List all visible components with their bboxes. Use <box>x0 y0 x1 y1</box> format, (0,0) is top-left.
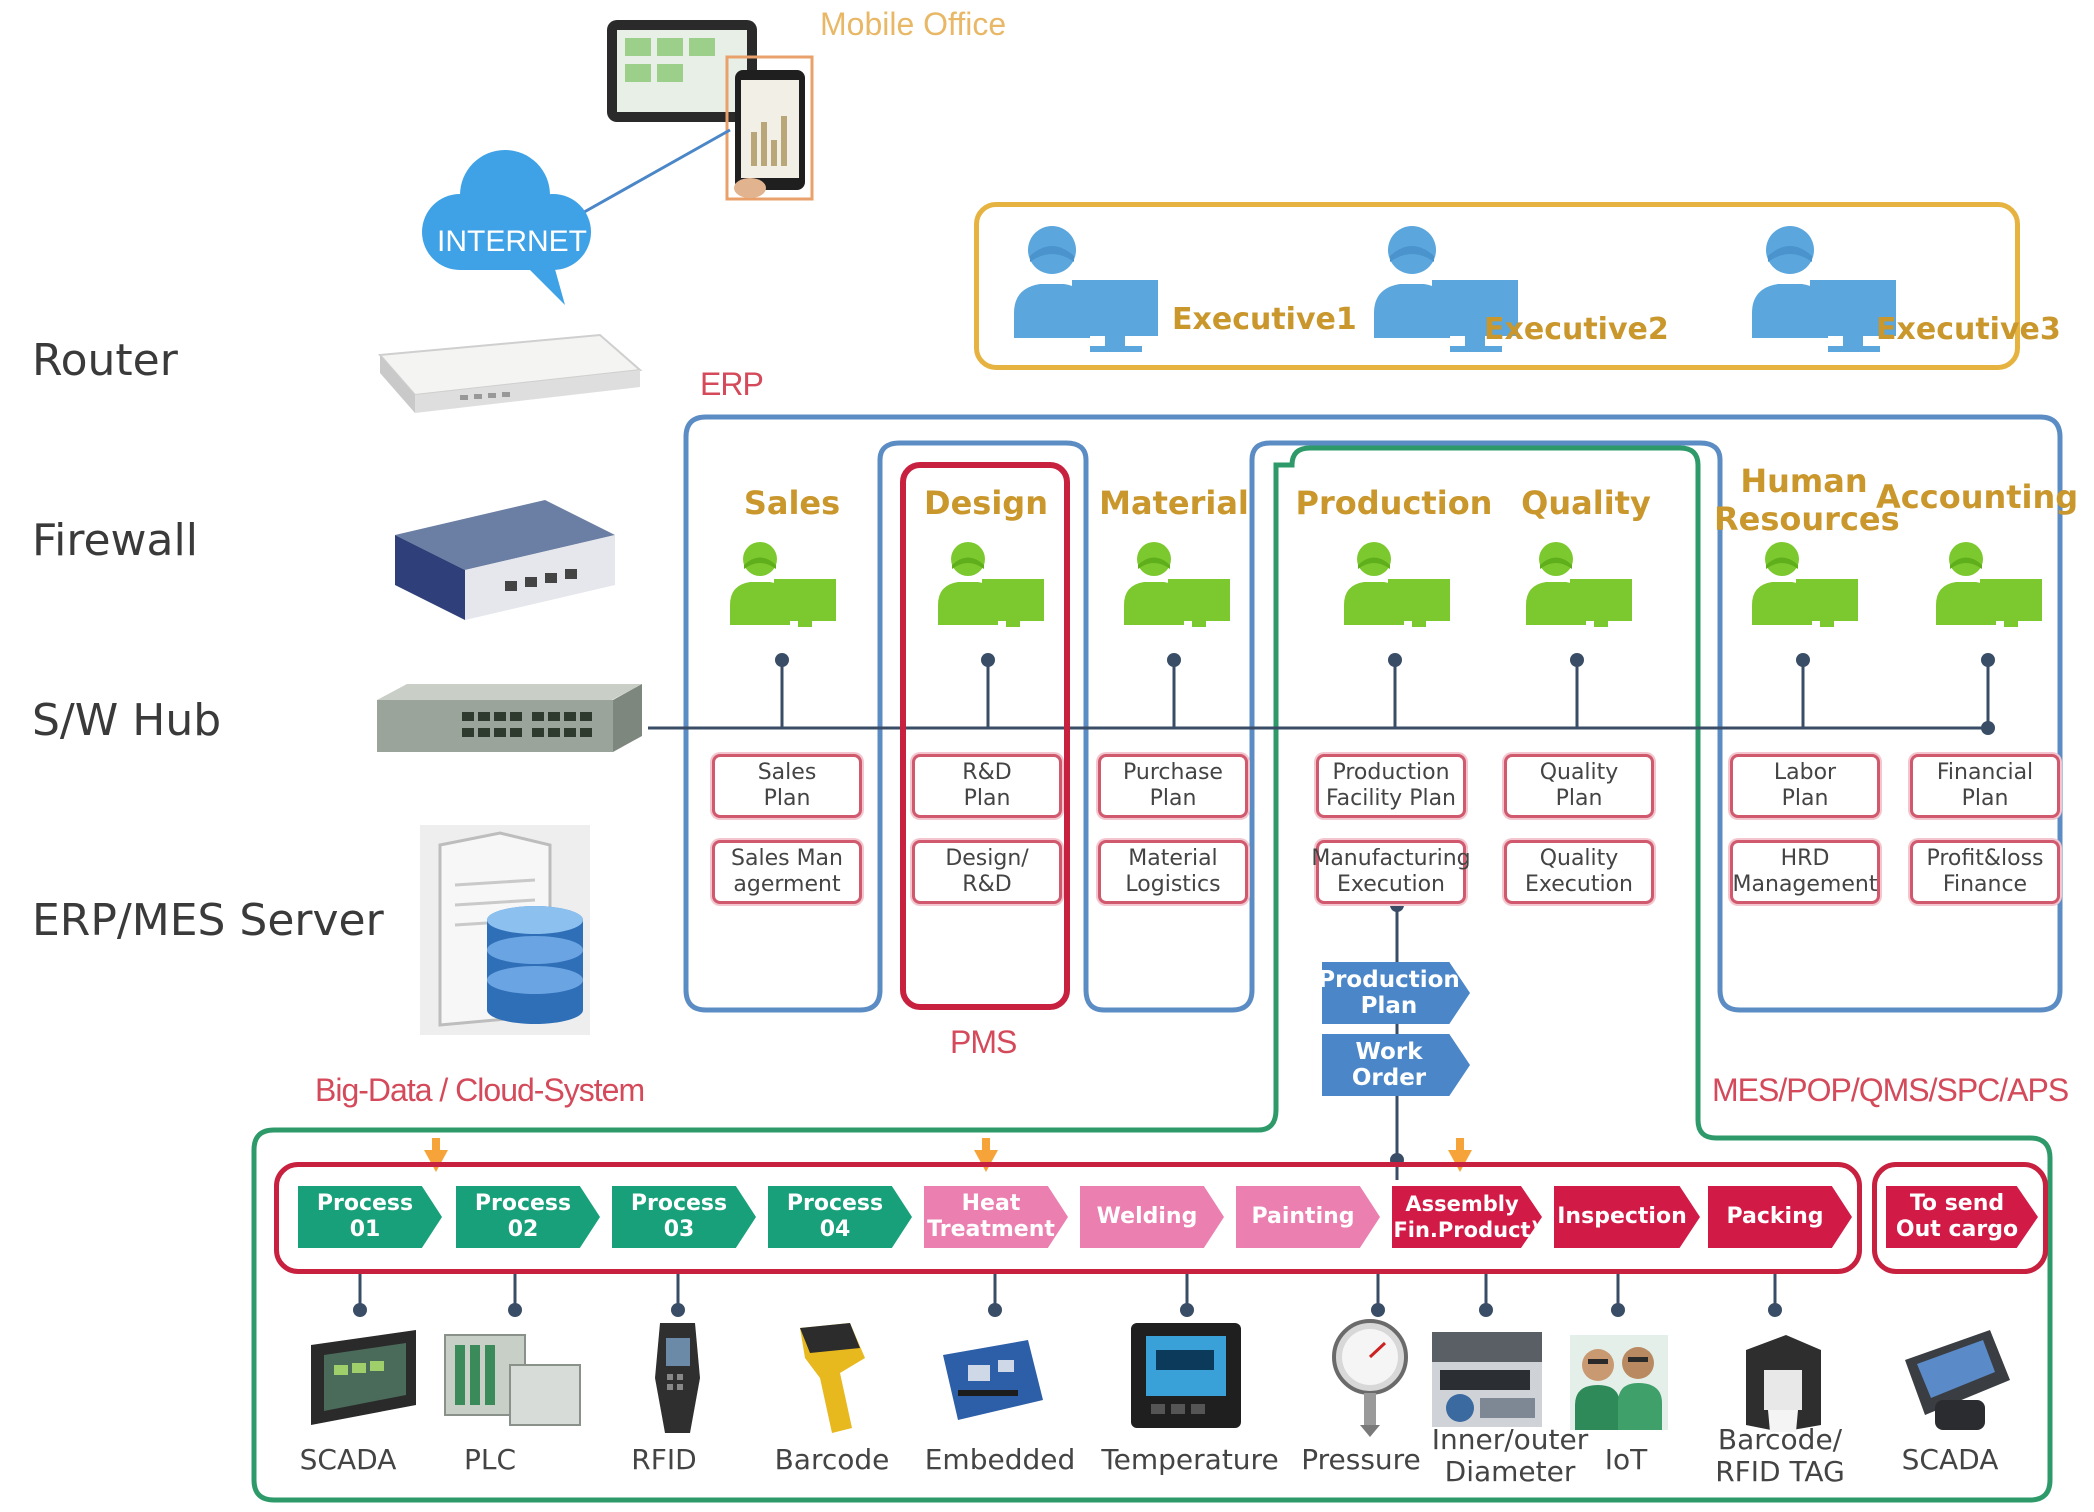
scada-device-icon <box>296 1325 426 1435</box>
welding-step: Welding <box>1080 1186 1224 1248</box>
heat-treatment-step: Heat Treatment <box>924 1186 1068 1248</box>
pressure-label: Pressure <box>1301 1443 1421 1476</box>
sales-user-icon <box>728 535 838 630</box>
barcode-scanner-icon <box>790 1318 880 1438</box>
switch-hub-icon <box>372 680 647 760</box>
firewall-label: Firewall <box>32 515 198 566</box>
diameter-sensor-icon <box>1430 1330 1545 1430</box>
inner-outer-diameter-label: Inner/outer Diameter <box>1431 1423 1589 1488</box>
plc-device-icon <box>440 1325 585 1435</box>
server-database-icon <box>420 825 590 1035</box>
rd-plan-box: R&D Plan <box>912 754 1062 818</box>
material-logistics-box: Material Logistics <box>1098 840 1248 904</box>
executive-2-label: Executive2 <box>1484 312 1669 347</box>
dept-hr-label: Human Resources <box>1714 462 1900 538</box>
quality-user-icon <box>1524 535 1634 630</box>
accounting-user-icon <box>1934 535 2044 630</box>
manufacturing-execution-box: Manufacturing Execution <box>1311 840 1471 904</box>
hrd-management-box: HRD Management <box>1730 840 1880 904</box>
rfid-device-icon <box>640 1318 715 1438</box>
internet-cloud-icon: INTERNET <box>415 140 600 310</box>
rfid-label: RFID <box>631 1443 697 1476</box>
erp-mes-server-label: ERP/MES Server <box>32 895 384 946</box>
dept-sales-label: Sales <box>743 484 841 522</box>
barcode-label: Barcode <box>774 1443 890 1476</box>
purchase-plan-box: Purchase Plan <box>1098 754 1248 818</box>
process-03-step: Process 03 <box>612 1186 756 1248</box>
iot-people-icon <box>1570 1335 1668 1430</box>
sales-plan-box: Sales Plan <box>712 754 862 818</box>
temperature-label: Temperature <box>1101 1443 1279 1476</box>
to-send-out-cargo-step: To send Out cargo <box>1886 1186 2038 1248</box>
executives-group <box>974 202 2020 370</box>
process-01-step: Process 01 <box>298 1186 442 1248</box>
firewall-icon <box>385 495 625 625</box>
production-plan-arrow: Production Plan <box>1322 962 1470 1024</box>
scada-2-label: SCADA <box>1901 1443 1999 1476</box>
erp-label: ERP <box>700 366 764 402</box>
labor-plan-box: Labor Plan <box>1730 754 1880 818</box>
painting-step: Painting <box>1236 1186 1380 1248</box>
barcode-printer-icon <box>1736 1330 1826 1435</box>
process-04-step: Process 04 <box>768 1186 912 1248</box>
embedded-label: Embedded <box>924 1443 1076 1476</box>
executive-3-icon <box>1748 218 1898 358</box>
work-order-arrow: Work Order <box>1322 1034 1470 1096</box>
iot-label: IoT <box>1604 1443 1648 1476</box>
executive-1-icon <box>1010 218 1160 358</box>
executive-1-label: Executive1 <box>1172 302 1357 337</box>
router-icon <box>370 325 645 420</box>
dept-material-label: Material <box>1099 484 1249 522</box>
sw-hub-label: S/W Hub <box>32 695 222 746</box>
dept-design-label: Design <box>924 484 1048 522</box>
pressure-gauge-icon <box>1330 1315 1410 1440</box>
internet-to-mobile-link <box>569 128 731 222</box>
hr-user-icon <box>1750 535 1860 630</box>
pms-label: PMS <box>950 1024 1017 1060</box>
executive-3-label: Executive3 <box>1876 312 2061 347</box>
plc-label: PLC <box>463 1443 517 1476</box>
quality-plan-box: Quality Plan <box>1504 754 1654 818</box>
profit-loss-finance-box: Profit&loss Finance <box>1910 840 2060 904</box>
scada-label: SCADA <box>299 1443 397 1476</box>
dept-quality-label: Quality <box>1521 484 1651 522</box>
big-data-label: Big-Data / Cloud-System <box>315 1072 645 1108</box>
quality-execution-box: Quality Execution <box>1504 840 1654 904</box>
internet-label: INTERNET <box>437 225 587 258</box>
design-rd-box: Design/ R&D <box>912 840 1062 904</box>
embedded-board-icon <box>938 1330 1048 1430</box>
mes-label: MES/POP/QMS/SPC/APS <box>1712 1072 2069 1108</box>
shipping-group <box>1872 1162 2048 1274</box>
mobile-office-label: Mobile Office <box>820 6 1007 42</box>
design-user-icon <box>936 535 1046 630</box>
mobile-office-devices-icon <box>605 12 825 202</box>
assembly-step: Assembly (Fin.Product) <box>1392 1186 1542 1248</box>
barcode-rfid-tag-label: Barcode/ RFID TAG <box>1715 1423 1845 1488</box>
scada-handheld-icon <box>1895 1320 2015 1435</box>
material-user-icon <box>1122 535 1232 630</box>
packing-step: Packing <box>1708 1186 1852 1248</box>
executive-2-icon <box>1370 218 1520 358</box>
inspection-step: Inspection <box>1554 1186 1700 1248</box>
process-02-step: Process 02 <box>456 1186 600 1248</box>
sales-management-box: Sales Man agerment <box>712 840 862 904</box>
router-label: Router <box>32 335 178 386</box>
financial-plan-box: Financial Plan <box>1910 754 2060 818</box>
dept-production-label: Production <box>1295 484 1493 522</box>
temperature-controller-icon <box>1126 1318 1246 1433</box>
dept-accounting-label: Accounting <box>1876 478 2079 516</box>
production-user-icon <box>1342 535 1452 630</box>
pms-group <box>900 462 1070 1010</box>
process-line-group <box>274 1162 1862 1274</box>
production-facility-plan-box: Production Facility Plan <box>1316 754 1466 818</box>
